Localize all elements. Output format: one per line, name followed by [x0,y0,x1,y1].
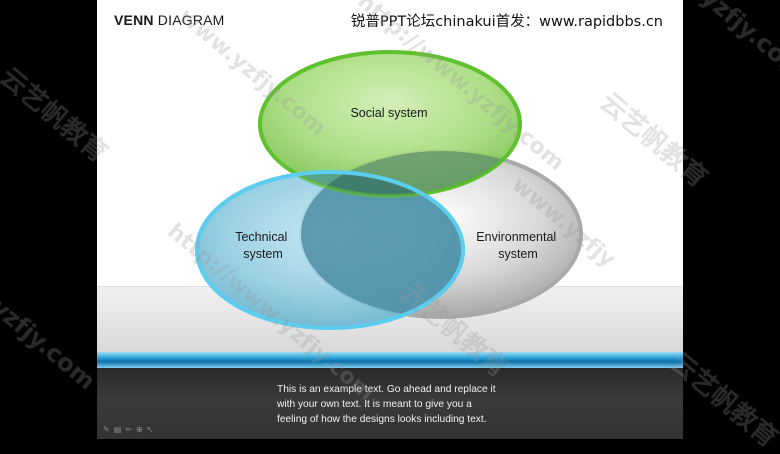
social-circle-outline [258,50,522,198]
slide-title: VENN DIAGRAM [114,12,225,28]
watermark: yzfjy.com [695,0,780,86]
footer-text: This is an example text. Go ahead and re… [277,382,557,427]
footer-panel: This is an example text. Go ahead and re… [97,368,683,439]
venn-diagram: Social system Environmental system Techn… [195,50,583,330]
slide: VENN DIAGRAM 锐普PPT论坛chinakui首发：www.rapid… [97,0,683,439]
source-line: 锐普PPT论坛chinakui首发：www.rapidbbs.cn [350,14,663,30]
pen-icon[interactable]: ✎ [103,425,110,434]
footer-line: This is an example text. Go ahead and re… [277,384,496,395]
footer-line: with your own text. It is meant to give … [277,399,472,410]
technical-label: Technical system [235,230,291,261]
accent-bar [97,352,683,368]
social-label: Social system [350,106,427,120]
triple-overlap [301,172,463,196]
technical-circle-outline [195,170,465,330]
pencil-icon[interactable]: ✏ [125,425,132,434]
environmental-label: Environmental system [476,230,559,261]
pointer-icon[interactable]: ↖ [146,425,154,434]
watermark: yzfjy.com [0,292,101,396]
title-bold: VENN [114,12,154,28]
slideshow-toolbar: ✎ ▤ ✏ ⊕ ↖ [103,425,153,434]
slides-icon[interactable]: ▤ [113,425,122,434]
zoom-icon[interactable]: ⊕ [135,425,143,434]
footer-line: feeling of how the designs looks includi… [277,414,487,425]
title-rest: DIAGRAM [153,12,225,28]
